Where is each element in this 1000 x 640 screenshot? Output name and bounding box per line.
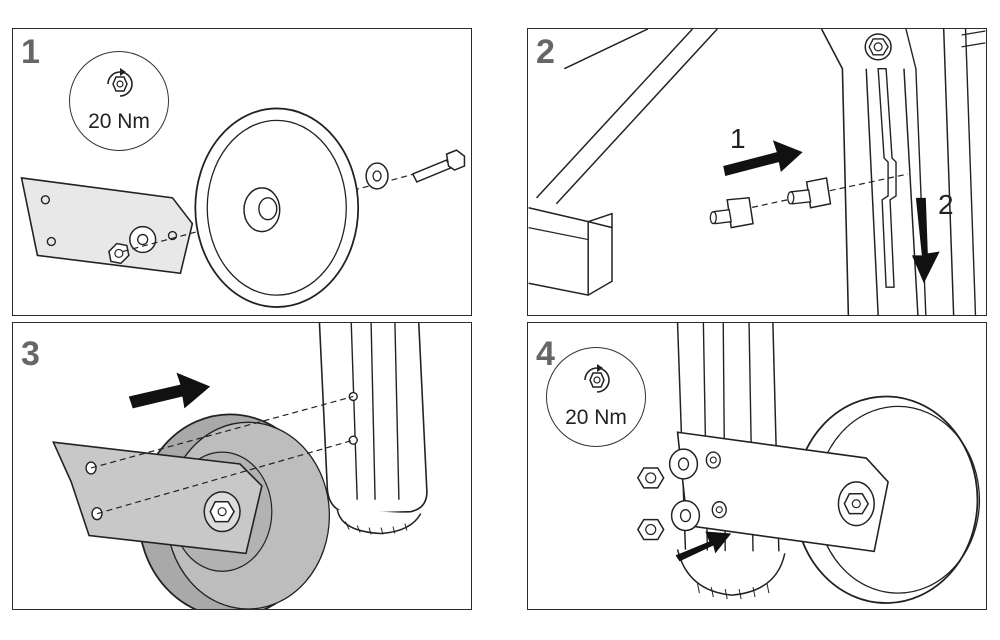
step-number: 3 bbox=[21, 335, 40, 373]
torque-value: 20 Nm bbox=[565, 406, 627, 429]
step-3-illustration bbox=[52, 323, 428, 609]
step-number: 2 bbox=[536, 33, 555, 71]
assembly-axis-line bbox=[96, 439, 354, 515]
nut-rotation-icon bbox=[107, 68, 133, 97]
nut bbox=[108, 242, 130, 265]
step-number: 1 bbox=[21, 33, 40, 71]
step-3-panel: 3 bbox=[12, 322, 472, 610]
assembly-axis-line bbox=[90, 395, 354, 469]
step-4-illustration bbox=[636, 323, 981, 604]
torque-callout: 20 Nm bbox=[546, 347, 646, 447]
torque-callout: 20 Nm bbox=[69, 51, 169, 151]
vertical-leg bbox=[820, 29, 850, 315]
square-nut bbox=[726, 197, 754, 229]
arrow-icon bbox=[911, 197, 940, 284]
arrow-icon bbox=[723, 140, 803, 176]
step-1-illustration bbox=[20, 107, 466, 308]
mounting-slot bbox=[877, 68, 897, 288]
square-nut bbox=[805, 177, 832, 209]
step-4-panel: 4 20 Nm bbox=[527, 322, 987, 610]
arrow-label: 2 bbox=[938, 189, 954, 220]
step-number: 4 bbox=[536, 335, 555, 373]
arrow-label: 1 bbox=[730, 123, 746, 154]
leg-foot bbox=[676, 549, 786, 596]
arrow-icon bbox=[675, 531, 732, 562]
step-1-panel: 1 20 Nm bbox=[12, 28, 472, 316]
washer bbox=[670, 500, 701, 532]
nut bbox=[636, 467, 665, 489]
nut-rotation-icon bbox=[584, 364, 610, 393]
nut bbox=[636, 518, 665, 541]
step-2-illustration bbox=[528, 29, 986, 315]
bolt bbox=[411, 159, 452, 183]
arrow-icon bbox=[128, 372, 211, 409]
washer bbox=[668, 448, 699, 480]
leg-foot bbox=[336, 509, 422, 535]
bracket-plate bbox=[20, 177, 194, 275]
washer bbox=[365, 162, 389, 190]
washer bbox=[129, 225, 157, 254]
step-2-panel: 2 1 2 bbox=[527, 28, 987, 316]
square-tube bbox=[528, 207, 613, 296]
torque-value: 20 Nm bbox=[88, 110, 150, 133]
